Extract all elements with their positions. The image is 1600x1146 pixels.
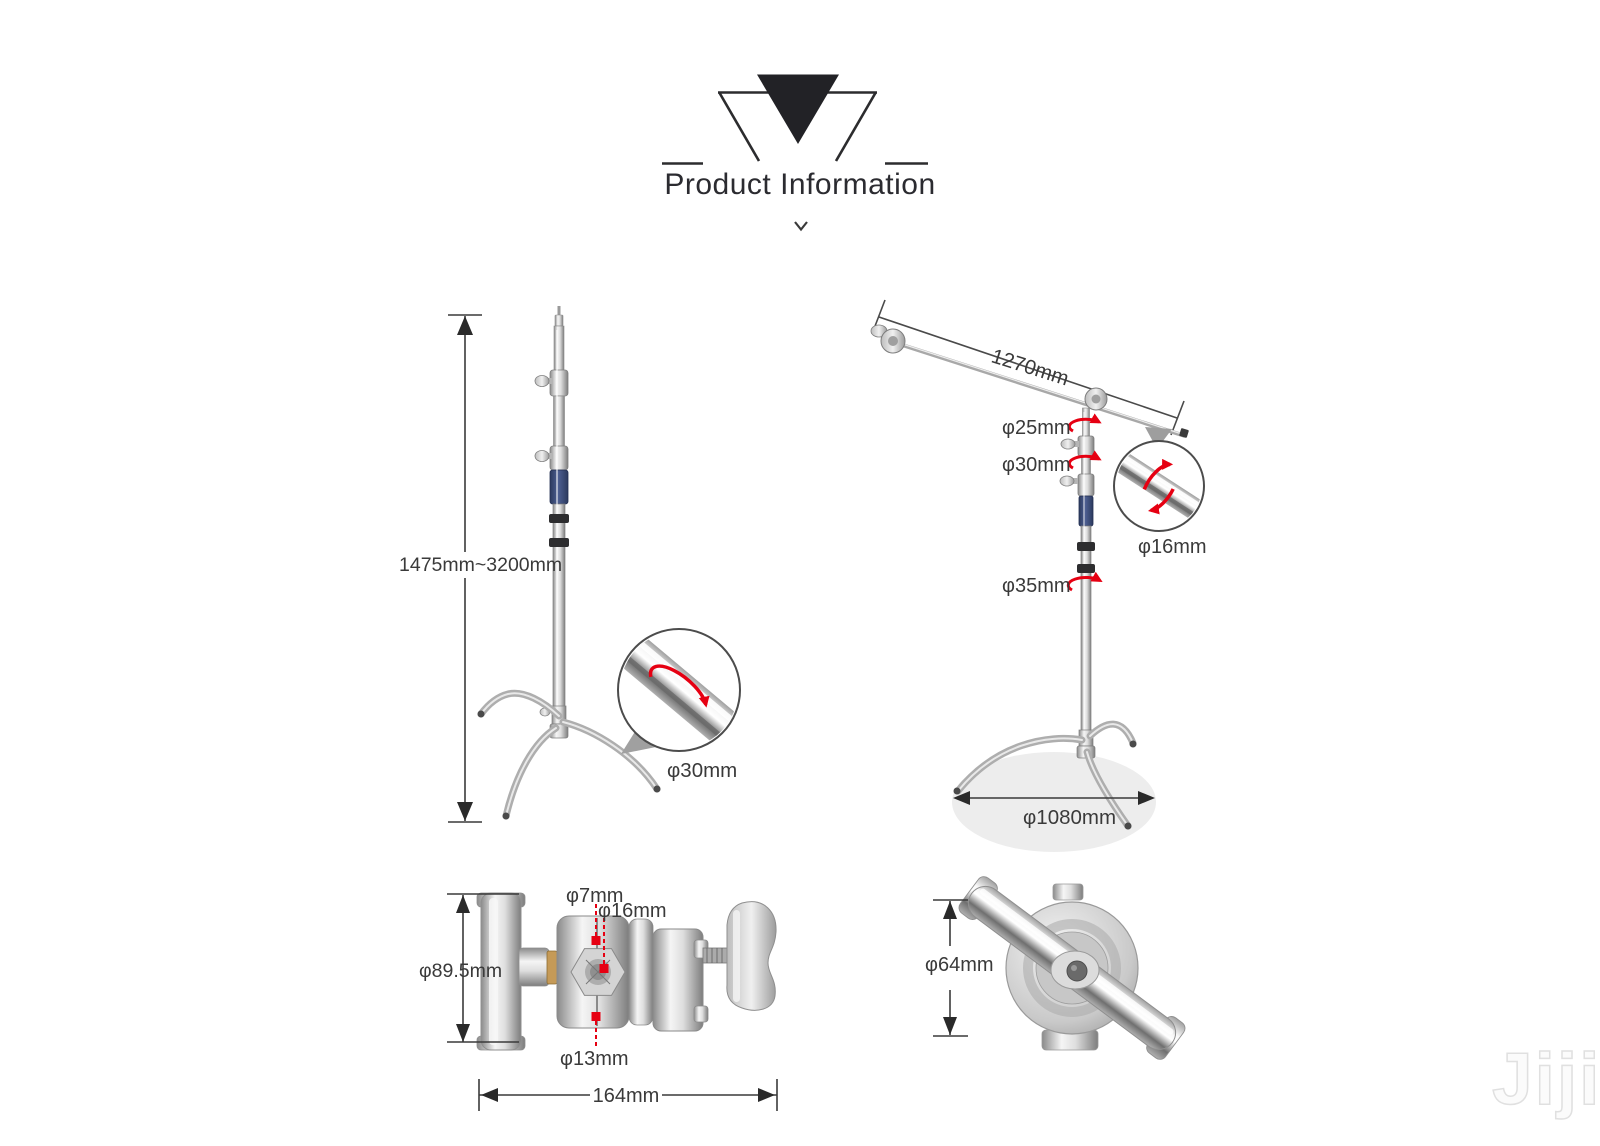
blue-grip-sleeve xyxy=(1078,495,1094,527)
rotation-arrow-icon xyxy=(648,664,710,708)
grip-head-back-illustration xyxy=(958,876,1186,1060)
rotation-arrow-icon xyxy=(1066,413,1103,592)
knob-diameter-label: φ64mm xyxy=(922,953,997,978)
jiji-watermark: Jiji xyxy=(1491,1038,1600,1121)
boom-arm-illustration xyxy=(870,324,1189,438)
base-shadow xyxy=(952,752,1156,852)
brand-triangle-logo-icon xyxy=(662,74,928,232)
center-hole-diameter-label: φ16mm xyxy=(598,900,667,922)
stand-height-range-label: 1475mm~3200mm xyxy=(399,552,562,579)
boom-tube-magnifier-detail xyxy=(1113,427,1205,532)
top-hole-diameter-label: φ7mm xyxy=(566,885,624,907)
knob-diameter-dimension xyxy=(933,899,968,1037)
grip-head-diameter-label: φ89.5mm xyxy=(419,960,503,982)
c-stand-illustration xyxy=(477,306,661,820)
boom-stand-illustration xyxy=(952,407,1156,852)
grip-head-illustration xyxy=(476,892,777,1051)
grip-head-diameter-dimension xyxy=(447,893,519,1043)
base-footprint-diameter-label: φ1080mm xyxy=(1023,806,1117,829)
riser-tube-diameter-label: φ30mm xyxy=(667,759,738,782)
rotation-arrow-icon xyxy=(1142,458,1175,515)
base-spread-dimension xyxy=(953,791,1155,805)
bottom-hole-diameter-label: φ13mm xyxy=(560,1048,629,1070)
top-riser-diameter-label: φ25mm xyxy=(1002,417,1071,439)
grip-head-length-label: 164mm xyxy=(590,1084,662,1109)
tube-magnifier-detail xyxy=(617,628,741,754)
chevron-down-icon xyxy=(794,221,808,232)
turtle-base-legs xyxy=(477,689,661,820)
blue-grip-sleeve xyxy=(549,469,569,505)
brass-washer xyxy=(546,950,558,985)
page-title: Product Information xyxy=(664,168,936,201)
grip-head-hole-leaders xyxy=(591,904,609,1049)
turtle-base-legs xyxy=(953,720,1137,830)
main-tube-diameter-label: φ35mm xyxy=(1002,575,1071,597)
mid-riser-diameter-label: φ30mm xyxy=(1002,454,1071,476)
boom-tube-diameter-label: φ16mm xyxy=(1138,536,1207,558)
